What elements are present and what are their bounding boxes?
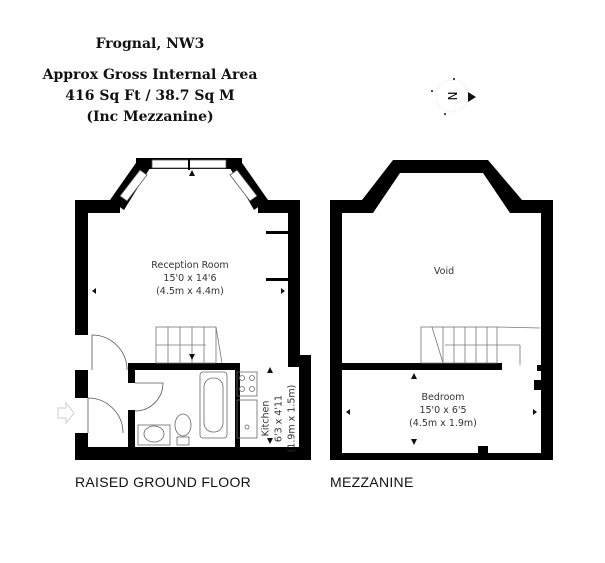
room-imperial: 15'0 x 14'6 [163,273,217,284]
room-name: Reception Room [151,260,229,271]
basin [137,424,171,446]
room-imperial: 15'0 x 6'5 [419,405,467,416]
floor-label-ground: RAISED GROUND FLOOR [75,474,252,490]
entrance-arrow-icon [57,401,75,425]
area-title: Approx Gross Internal Area [42,67,258,83]
mezzanine-stairs [420,326,541,365]
fixtures [137,371,258,446]
mezzanine-walls [330,160,553,460]
toilet [174,413,192,437]
floor-label-mezzanine: MEZZANINE [330,474,414,490]
room-name: Void [433,266,455,277]
room-metric: (1.9m x 1.5m) [286,384,298,453]
area-note: (Inc Mezzanine) [86,109,214,125]
room-metric: (4.5m x 1.9m) [409,418,477,429]
room-void: Void [384,265,504,278]
dimension-markers [92,170,537,445]
room-metric: (4.5m x 4.4m) [156,286,224,297]
room-kitchen: Kitchen 6'3 x 4'11 (1.9m x 1.5m) [260,359,299,479]
hob [236,371,258,397]
room-bedroom: Bedroom 15'0 x 6'5 (4.5m x 1.9m) [383,391,503,430]
bathtub [199,371,228,439]
sink [236,399,258,439]
compass-letter: N [445,92,459,101]
room-reception: Reception Room 15'0 x 14'6 (4.5m x 4.4m) [130,259,250,298]
windows [119,158,258,202]
room-imperial: 6'3 x 4'11 [273,394,285,443]
doors [87,334,164,434]
room-name: Bedroom [421,392,465,403]
address-title: Frognal, NW3 [95,36,205,52]
north-arrow-icon: N [431,78,476,115]
room-name: Kitchen [260,400,272,437]
ground-stairs [155,326,223,364]
area-value: 416 Sq Ft / 38.7 Sq M [65,88,235,104]
